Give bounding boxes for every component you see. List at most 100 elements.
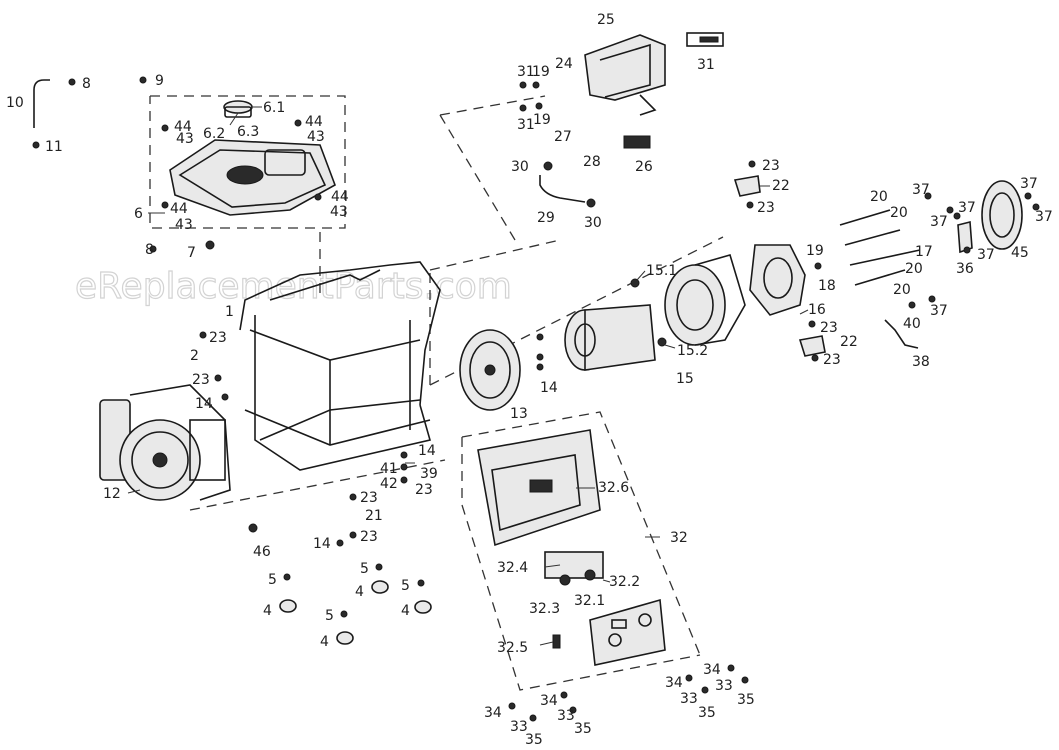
- callout-39: 39: [420, 466, 438, 482]
- fuel-cap-part: [223, 100, 253, 118]
- control-panel-group-box: [461, 411, 701, 691]
- callout-32-3: 32.3: [529, 601, 560, 617]
- callout-6-3: 6.3: [237, 124, 259, 140]
- callout-12: 12: [103, 486, 121, 502]
- callout-14: 14: [540, 380, 558, 396]
- callout-5: 5: [268, 572, 277, 588]
- callout-32-2: 32.2: [609, 574, 640, 590]
- callout-15-1: 15.1: [646, 263, 677, 279]
- callout-23: 23: [762, 158, 780, 174]
- callout-13: 13: [510, 406, 528, 422]
- callout-14: 14: [195, 396, 213, 412]
- callout-8: 8: [145, 242, 154, 258]
- callout-34: 34: [484, 705, 502, 721]
- callout-45: 45: [1011, 245, 1029, 261]
- callout-32-4: 32.4: [497, 560, 528, 576]
- callout-33: 33: [557, 708, 575, 724]
- callout-23: 23: [757, 200, 775, 216]
- callout-43: 43: [175, 217, 193, 233]
- callout-5: 5: [401, 578, 410, 594]
- callout-21: 21: [365, 508, 383, 524]
- callout-34: 34: [665, 675, 683, 691]
- callout-19: 19: [806, 243, 824, 259]
- callout-44: 44: [174, 119, 192, 135]
- callout-32: 32: [670, 530, 688, 546]
- callout-35: 35: [737, 692, 755, 708]
- callout-25: 25: [597, 12, 615, 28]
- rotor-part: [564, 304, 656, 371]
- callout-43: 43: [176, 131, 194, 147]
- callout-27: 27: [554, 129, 572, 145]
- callout-44: 44: [170, 201, 188, 217]
- foot-bracket-lower-part: [798, 335, 826, 357]
- control-panel-housing-part: [477, 429, 601, 547]
- callout-40: 40: [903, 316, 921, 332]
- faceplate-part: [589, 598, 666, 666]
- callout-23: 23: [415, 482, 433, 498]
- callout-32-1: 32.1: [574, 593, 605, 609]
- callout-34: 34: [703, 662, 721, 678]
- hardware-dots: [32, 76, 1040, 722]
- end-bell-part: [749, 244, 806, 316]
- callout-6-2: 6.2: [203, 126, 225, 142]
- callout-33: 33: [715, 678, 733, 694]
- callout-15: 15: [676, 371, 694, 387]
- callout-4: 4: [401, 603, 410, 619]
- callout-6-1: 6.1: [263, 100, 285, 116]
- switch-part: [552, 634, 561, 649]
- ground-wire-part: [884, 319, 919, 349]
- callout-23: 23: [192, 372, 210, 388]
- callout-30: 30: [584, 215, 602, 231]
- callout-14: 14: [313, 536, 331, 552]
- callout-35: 35: [525, 732, 543, 748]
- rear-cover-part: [981, 180, 1023, 250]
- callout-36: 36: [956, 261, 974, 277]
- foot-bracket-upper-part: [733, 175, 761, 197]
- muffler-group-box: [439, 95, 546, 241]
- callout-22: 22: [840, 334, 858, 350]
- engine-part: [99, 384, 231, 501]
- stator-part: [664, 254, 746, 346]
- brace-part: [957, 220, 973, 254]
- muffler-part: [584, 34, 666, 116]
- callout-20: 20: [905, 261, 923, 277]
- callout-8: 8: [82, 76, 91, 92]
- callout-31: 31: [517, 64, 535, 80]
- label-plate-part: [686, 32, 724, 47]
- outlet-assembly-part: [544, 551, 604, 586]
- callout-43: 43: [307, 129, 325, 145]
- callout-18: 18: [818, 278, 836, 294]
- callout-14: 14: [418, 443, 436, 459]
- callout-37: 37: [977, 247, 995, 263]
- callout-31: 31: [517, 117, 535, 133]
- callout-labels: 1 2 4 4 4 4 5 5 5 5 6 6.1 6.2 6.3 7 8 8 …: [6, 12, 1053, 748]
- rubber-feet-part: [279, 580, 432, 645]
- callout-5: 5: [325, 608, 334, 624]
- callout-35: 35: [698, 705, 716, 721]
- spark-arrestor-part: [623, 135, 651, 149]
- callout-22: 22: [772, 178, 790, 194]
- callout-28: 28: [583, 154, 601, 170]
- callout-37: 37: [1035, 209, 1053, 225]
- callout-37: 37: [930, 303, 948, 319]
- callout-44: 44: [331, 189, 349, 205]
- leader-lines: [127, 106, 809, 646]
- callout-37: 37: [930, 214, 948, 230]
- callout-5: 5: [360, 561, 369, 577]
- callout-6: 6: [134, 206, 143, 222]
- callout-23: 23: [360, 490, 378, 506]
- callout-10: 10: [6, 95, 24, 111]
- callout-26: 26: [635, 159, 653, 175]
- callout-37: 37: [958, 200, 976, 216]
- callout-23: 23: [209, 330, 227, 346]
- callout-24: 24: [555, 56, 573, 72]
- callout-34: 34: [540, 693, 558, 709]
- callout-31: 31: [697, 57, 715, 73]
- callout-35: 35: [574, 721, 592, 737]
- fuel-tank-group-box: [149, 95, 346, 229]
- callout-41: 41: [380, 461, 398, 477]
- callout-4: 4: [355, 584, 364, 600]
- callout-38: 38: [912, 354, 930, 370]
- callout-32-6: 32.6: [598, 480, 629, 496]
